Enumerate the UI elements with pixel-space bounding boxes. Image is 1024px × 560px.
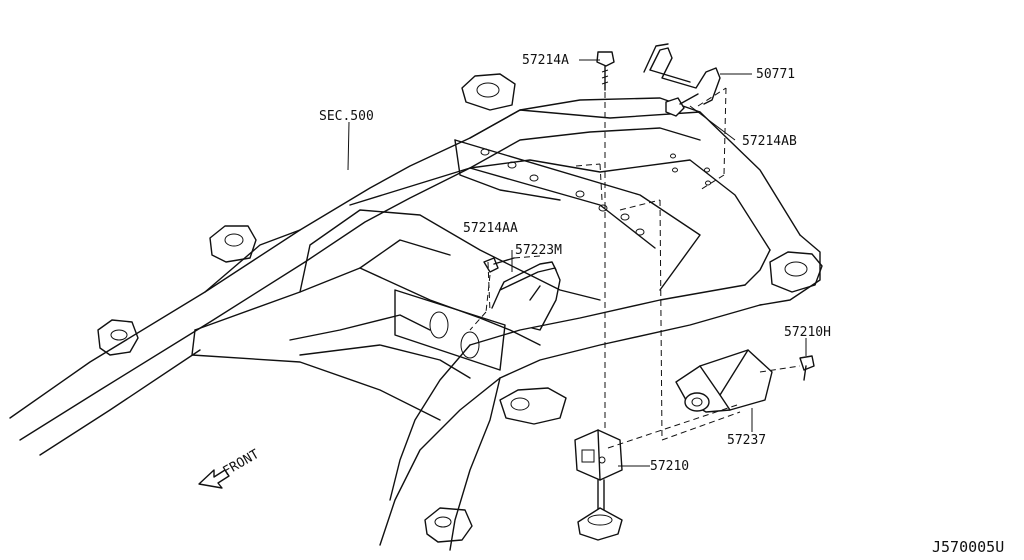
hoist-guide-57237 [675, 349, 773, 413]
body-mount-pad [499, 387, 567, 425]
body-mount-pad [209, 225, 257, 263]
label-sec500: SEC.500 [319, 109, 374, 124]
label-57214a: 57214A [522, 53, 569, 68]
bolt-icon [596, 51, 615, 91]
body-mount-pad [769, 251, 823, 293]
body-mount-pad [461, 73, 516, 111]
label-57210: 57210 [650, 459, 689, 474]
label-57214ab: 57214AB [742, 134, 797, 149]
label-57223m: 57223M [515, 243, 562, 258]
vehicle-frame [9, 73, 823, 551]
label-57214aa: 57214AA [463, 221, 518, 236]
label-57210h: 57210H [784, 325, 831, 340]
front-arrow-label: FRONT [221, 447, 263, 480]
diagram-code: J570005U [932, 538, 1004, 556]
body-mount-pad [424, 507, 473, 543]
assembly-lines [469, 87, 801, 449]
bolt-icon [799, 355, 815, 381]
front-arrow: FRONT [198, 447, 263, 489]
label-50771: 50771 [756, 67, 795, 82]
leader-lines [347, 59, 807, 467]
bracket-50771 [643, 43, 721, 105]
bolt-icon [483, 257, 515, 273]
body-mount-pad [97, 319, 139, 356]
bolt-icon [665, 93, 699, 117]
spare-tire-hoist [574, 429, 623, 541]
label-57237: 57237 [727, 433, 766, 448]
bracket-57223m [491, 261, 561, 331]
